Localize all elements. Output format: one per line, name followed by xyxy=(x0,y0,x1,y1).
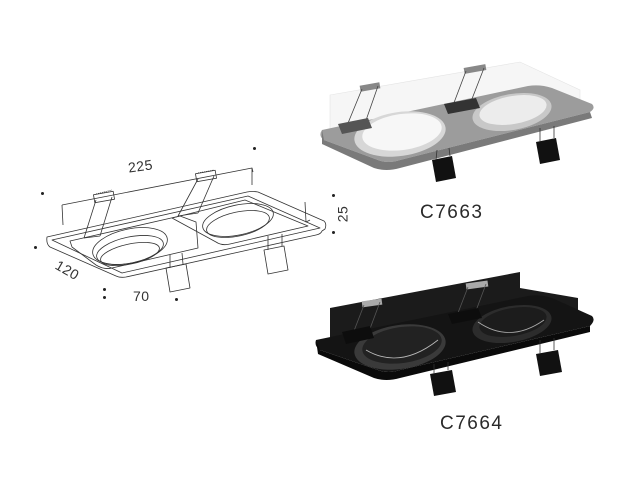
marker-dot xyxy=(103,288,106,291)
marker-dot xyxy=(332,231,335,234)
marker-dot xyxy=(175,298,178,301)
product-code-c7663: C7663 xyxy=(420,202,484,223)
marker-dot xyxy=(332,194,335,197)
marker-dot xyxy=(41,192,44,195)
product-code-c7664: C7664 xyxy=(440,413,504,434)
marker-dot xyxy=(253,147,256,150)
marker-dot xyxy=(34,246,37,249)
marker-dot xyxy=(103,296,106,299)
dimension-cutout-label: 70 xyxy=(133,288,150,304)
